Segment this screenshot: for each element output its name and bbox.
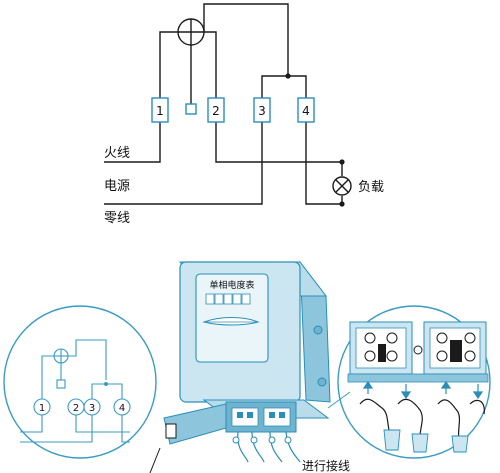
terminal-boxes: 1 2 3 4 [151,97,315,123]
wire-t2-load [215,122,343,176]
wire-t4-load [305,122,343,205]
output-wire-ends [232,436,292,444]
label-load: 负载 [358,180,384,195]
load-lamp-icon [332,176,352,196]
mount-screw [317,377,327,387]
wire-coil-right [203,3,289,76]
terminal-4: 4 [297,97,315,123]
terminal-3: 3 [253,97,271,123]
callout-connector [327,391,351,409]
meter-body: 单相电度表 [163,260,331,445]
terminal-1: 1 [151,97,169,123]
wire-t3-t4 [261,75,307,98]
terminal-4-label: 4 [302,104,310,118]
mount-screw [313,325,323,335]
meter-title: 单相电度表 [209,279,254,291]
label-power-source: 电源 [104,179,130,194]
terminal-1-label: 1 [156,104,164,118]
inset-terminal-2: 2 [73,403,79,414]
inset-terminals: 1 2 3 4 [33,398,131,416]
junction-dots [285,73,345,207]
terminal-2: 2 [207,97,225,123]
label-neutral-wire: 零线 [104,211,130,226]
wire-coil-t1 [159,31,178,98]
inset-terminal-closeup [337,305,491,459]
wire-coil-t2 [204,31,217,98]
inset-terminal-3: 3 [89,403,95,414]
terminal-3-label: 3 [258,104,266,118]
coil-tap-square [185,103,197,115]
wire-neutral [104,122,263,205]
inset-wiring-circle: 1 2 3 4 [3,305,157,459]
label-live-wire: 火线 [104,146,130,161]
wiring-caption: 进行接线 [302,458,350,473]
wire-live [104,122,161,163]
leader-line [149,447,161,473]
wiring-schematic [104,3,352,205]
meter-output-wires [237,431,301,463]
inset-terminal-4: 4 [119,403,125,414]
seal-clip [165,423,177,439]
inset-terminal-1: 1 [39,403,45,414]
meter-register [205,293,251,305]
terminal-2-label: 2 [212,104,220,118]
